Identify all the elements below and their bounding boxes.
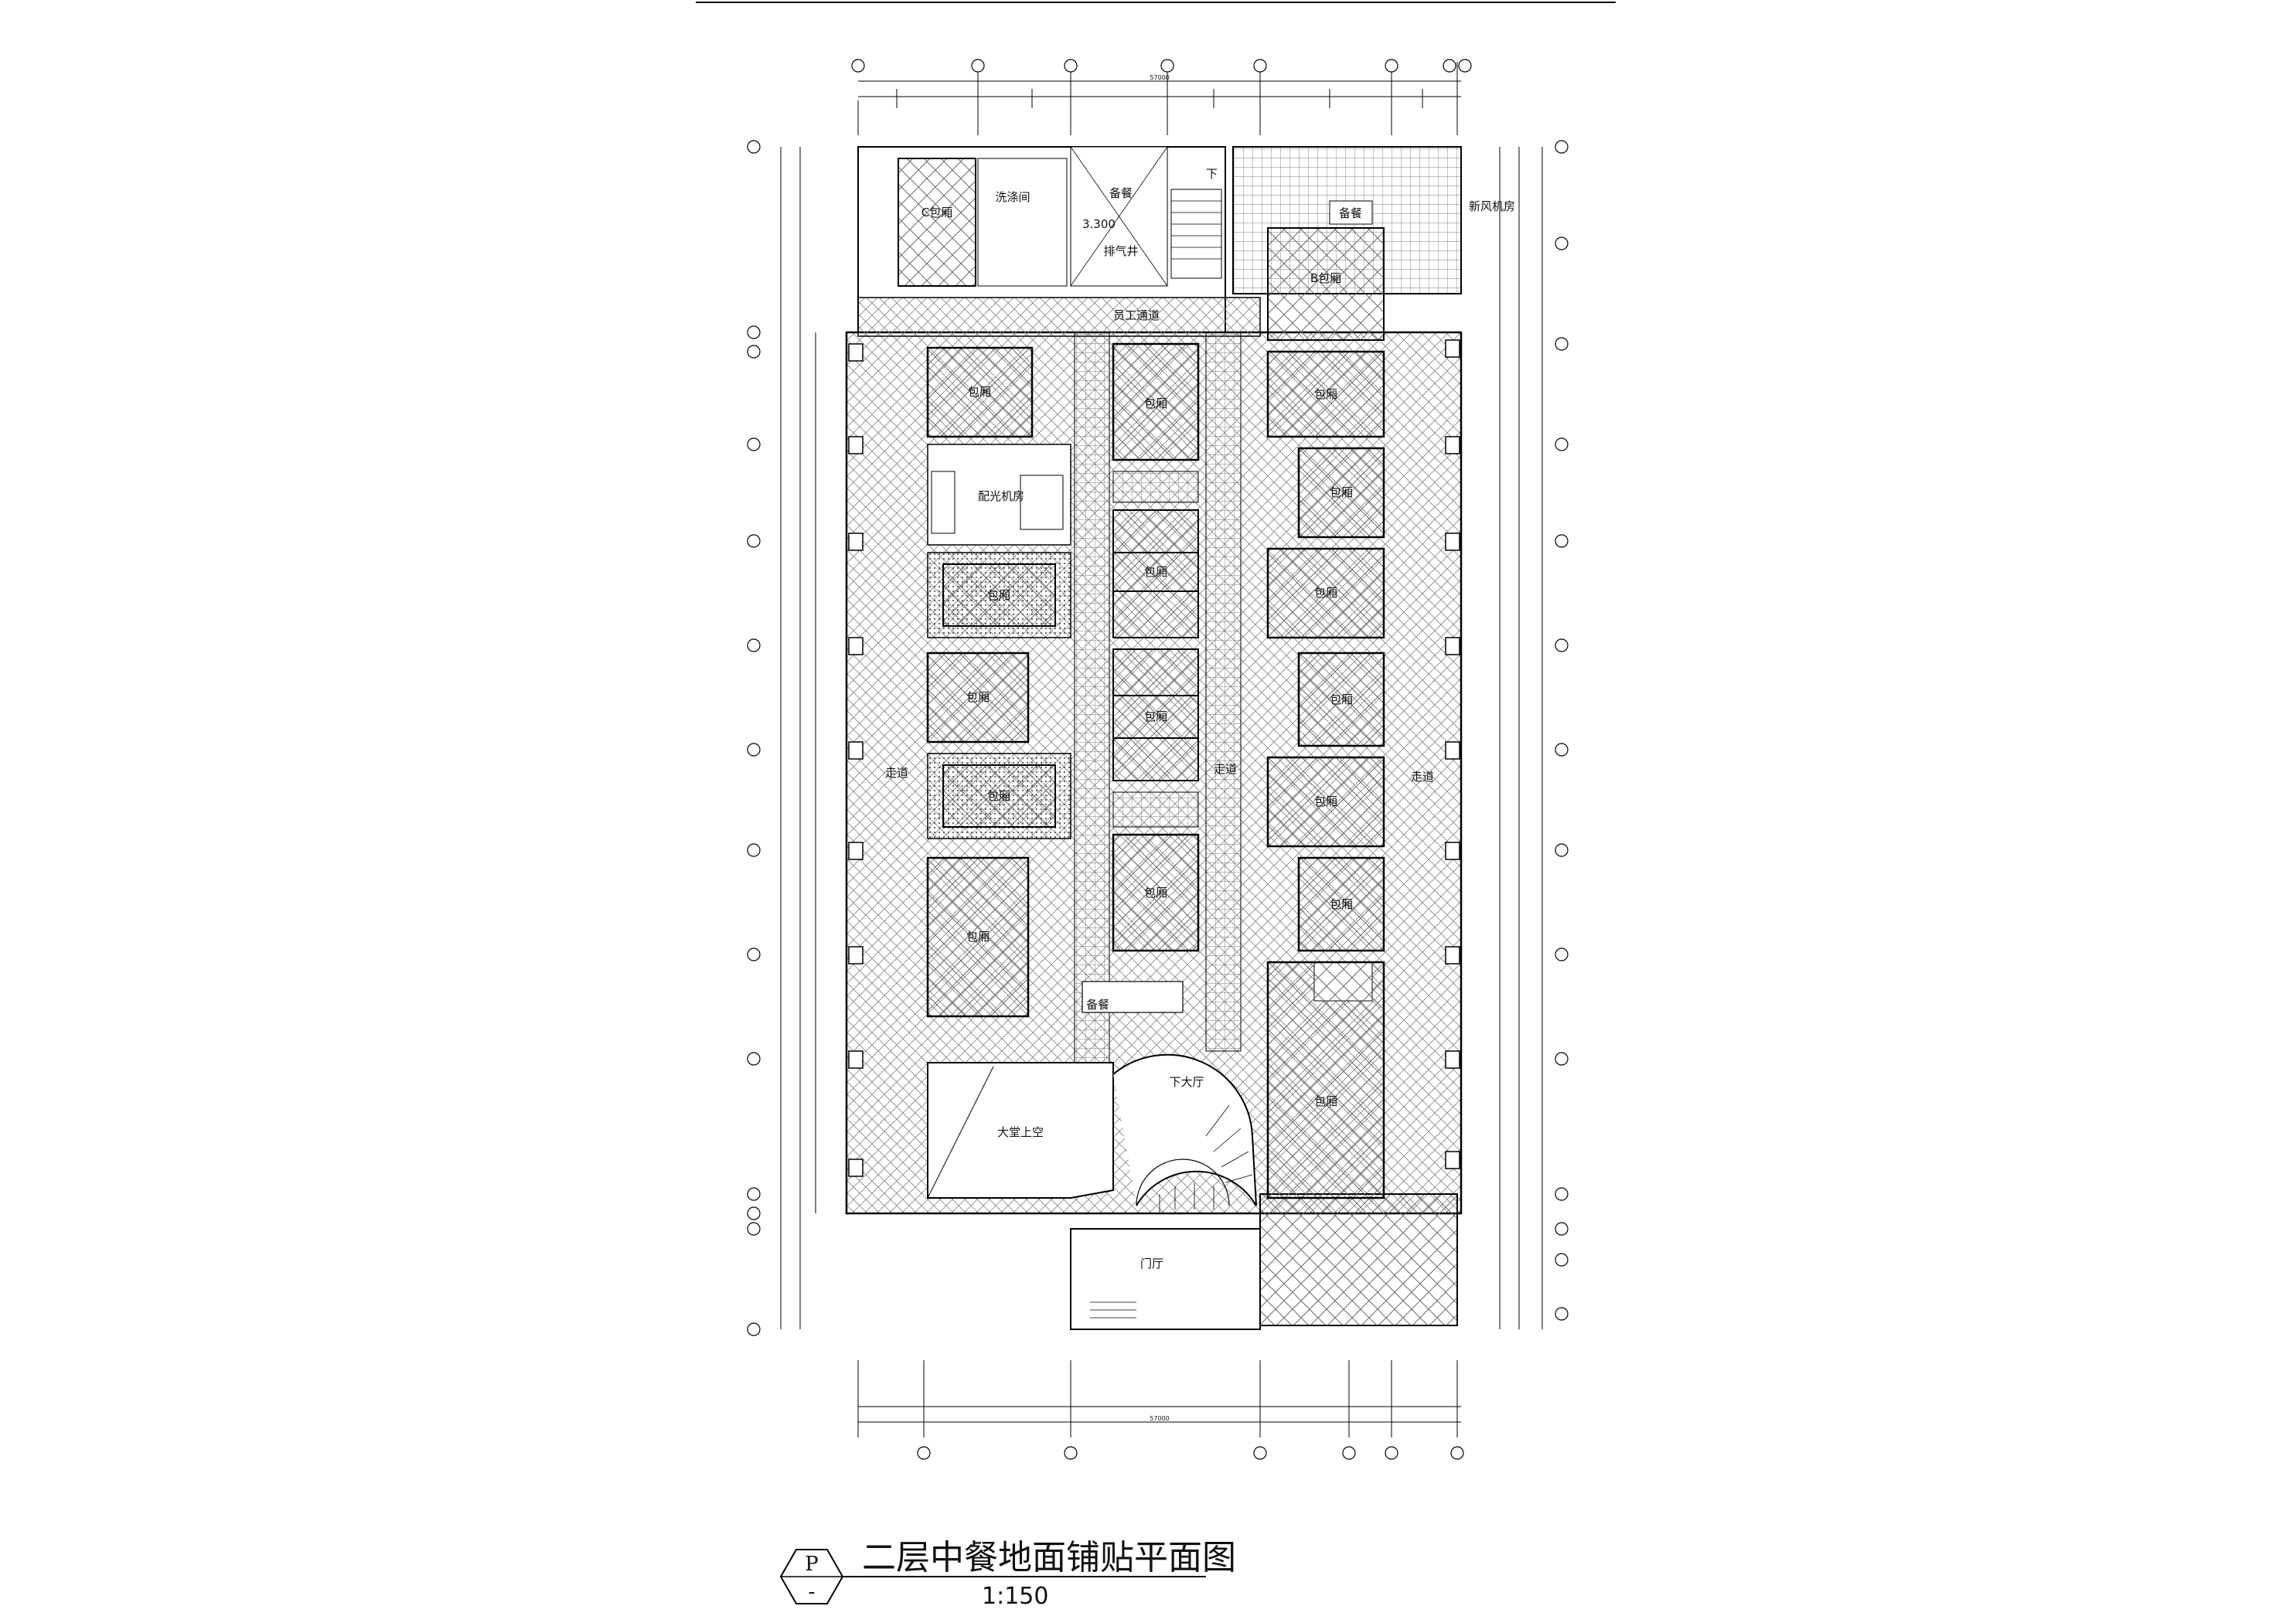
right-corridor [1205, 332, 1242, 1052]
label-right-col-6: 包厢 [1330, 897, 1353, 911]
top-overall-dimension: 57000 [1150, 74, 1169, 81]
room-right-6 [1297, 856, 1385, 952]
label-hall-void: 大堂上空 [997, 1125, 1044, 1139]
room-right-4 [1297, 652, 1385, 747]
label-private-b: B包厢 [1310, 271, 1341, 285]
right-grid-bubbles [1555, 140, 1569, 1321]
service-stair [1170, 189, 1222, 279]
left-dimensions [780, 147, 816, 1329]
central-corridor [1074, 332, 1110, 1152]
label-mid-col-2: 包厢 [1144, 565, 1167, 579]
lower-right-extension [1259, 1193, 1458, 1326]
label-right-col-5: 包厢 [1314, 794, 1337, 808]
room-mid-3 [1112, 648, 1199, 781]
perimeter-columns [848, 339, 1460, 1177]
label-exhaust-shaft: 排气井 [1103, 244, 1138, 258]
label-staff-passage: 员工通道 [1113, 308, 1160, 322]
foyer-stair-treads [1090, 1301, 1136, 1318]
label-corridor-mid: 走道 [1214, 762, 1237, 776]
top-grid-bubbles [851, 59, 1472, 73]
room-mid-4 [1112, 833, 1200, 952]
staff-passage-strip [857, 297, 1261, 337]
label-machine-room: 配光机房 [978, 489, 1024, 503]
label-right-col-7: 包厢 [1314, 1094, 1337, 1108]
room-left-4 [926, 652, 1030, 743]
label-mid-col-1: 包厢 [1144, 396, 1167, 410]
label-down-to-hall: 下大厅 [1169, 1075, 1204, 1089]
label-stair-down: 下 [1206, 167, 1218, 181]
hall-void [927, 1062, 1114, 1199]
label-dishwash: 洗涤间 [995, 190, 1030, 204]
label-left-col-4: 包厢 [966, 690, 990, 704]
room-right-7 [1266, 961, 1385, 1199]
label-kitchen: 备餐 [1109, 186, 1133, 200]
label-level: 3.300 [1082, 217, 1116, 231]
room-prep [1329, 200, 1373, 225]
room-right-5 [1266, 756, 1385, 848]
top-dimensions [857, 62, 1461, 135]
label-mid-col-3: 包厢 [1144, 709, 1167, 723]
title-badge: P - [779, 1549, 844, 1604]
badge-sub: - [809, 1580, 816, 1604]
stair-treads [1171, 200, 1221, 260]
foyer-block [1070, 1228, 1261, 1330]
room-right-2 [1297, 447, 1385, 539]
label-right-col-4: 包厢 [1330, 692, 1353, 706]
room-dishwash [977, 158, 1068, 287]
drawing-scale: 1:150 [982, 1583, 1048, 1610]
label-left-col-3: 包厢 [987, 588, 1010, 602]
label-left-col-6: 包厢 [966, 930, 990, 944]
room-mid-1 [1112, 342, 1200, 461]
room-left-1 [926, 346, 1034, 438]
label-mid-col-4: 包厢 [1144, 886, 1167, 900]
room-mid-2 [1112, 509, 1199, 638]
label-right-col-3: 包厢 [1314, 586, 1337, 600]
label-left-col-5: 包厢 [987, 789, 1010, 803]
room-right-3 [1266, 547, 1385, 639]
room-left-6 [926, 856, 1030, 1018]
bottom-grid-bubbles [917, 1446, 1464, 1460]
bottom-dimensions [857, 1360, 1461, 1438]
label-service: 备餐 [1086, 998, 1109, 1012]
bottom-overall-dimension: 57000 [1150, 1415, 1169, 1422]
label-prep: 备餐 [1339, 206, 1362, 220]
label-foyer: 门厅 [1140, 1257, 1163, 1271]
drawing-title: 二层中餐地面铺贴平面图 [862, 1538, 1236, 1577]
badge-letter: P [805, 1553, 819, 1576]
label-private-c: C包厢 [921, 206, 952, 219]
room-private-b [1267, 227, 1385, 341]
right-dimensions [1499, 147, 1543, 1329]
room-right-1 [1266, 350, 1385, 438]
room-private-c [898, 158, 976, 287]
label-corridor-right: 走道 [1411, 770, 1434, 784]
label-right-col-1: 包厢 [1314, 387, 1337, 401]
label-left-col-1: 包厢 [968, 385, 991, 399]
left-grid-bubbles [747, 140, 761, 1336]
label-fresh-air-room: 新风机房 [1469, 199, 1515, 213]
spiral-stair [1112, 1053, 1257, 1206]
label-right-col-2: 包厢 [1330, 485, 1353, 499]
label-corridor-left: 走道 [885, 766, 908, 780]
